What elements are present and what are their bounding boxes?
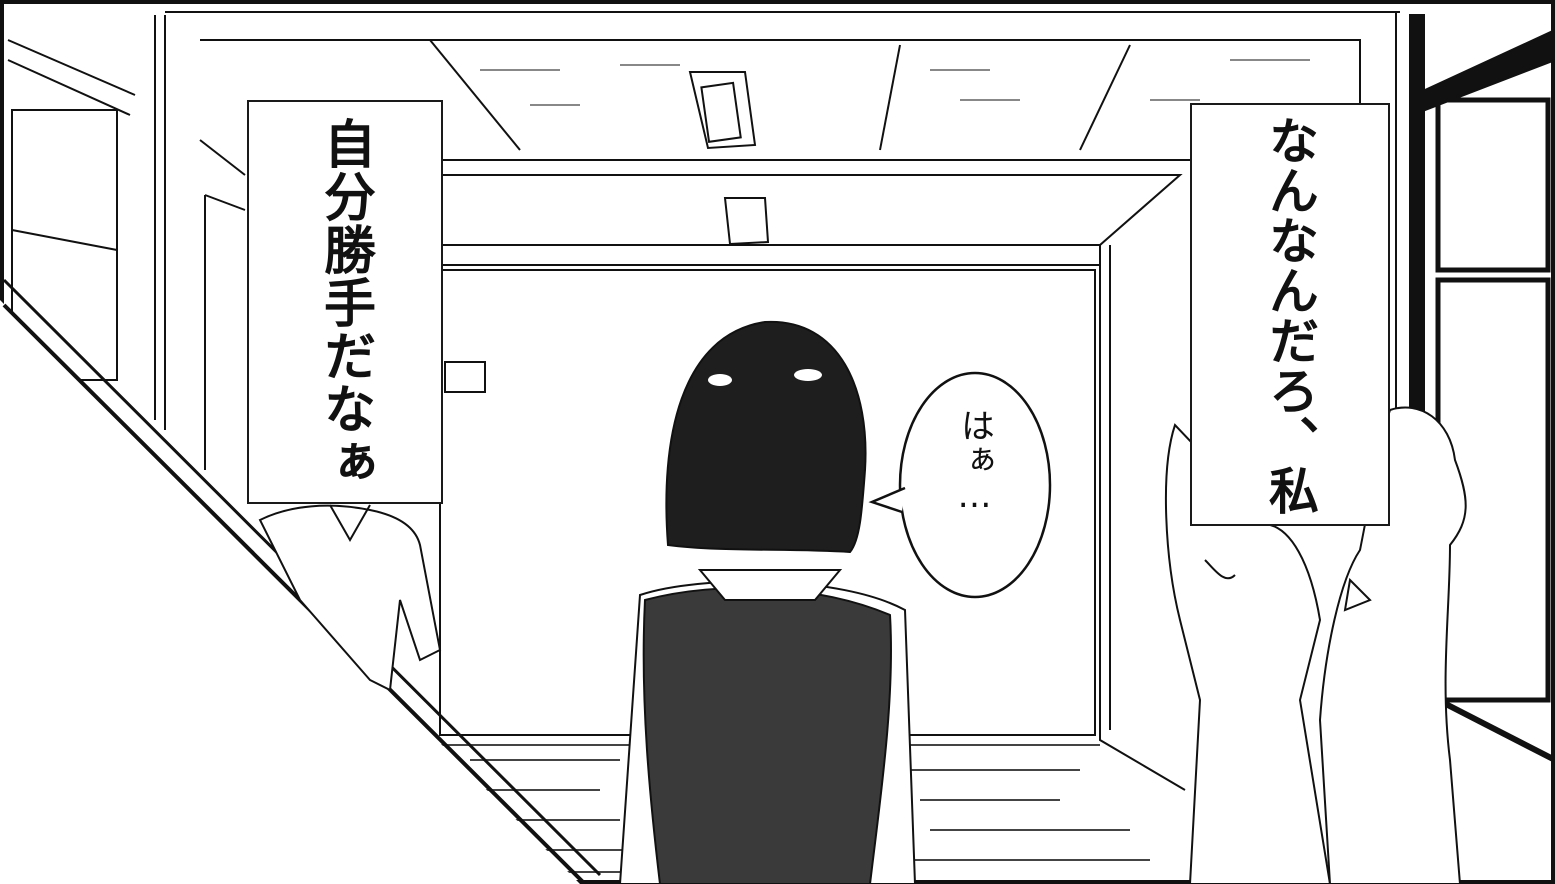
ceiling-light-icon [723, 197, 770, 246]
student-boy [258, 504, 442, 692]
narration-box-right: なんなんだろ、私 [1190, 103, 1390, 526]
speech-bubble-text-wrap: はぁ… [935, 408, 1015, 568]
speech-bubble-text: はぁ… [954, 408, 995, 516]
narration-text-right: なんなんだろ、私 [1261, 114, 1319, 515]
student-girl-right-2 [1318, 406, 1467, 884]
speech-bubble [868, 371, 1052, 599]
student-girl-right-1 [1164, 423, 1332, 884]
speech-bubble-tail-icon [868, 486, 906, 514]
narration-text-left: 自分勝手だなぁ [314, 116, 375, 488]
narration-box-left: 自分勝手だなぁ [247, 100, 443, 504]
ceiling [165, 11, 1400, 266]
student-girl-main [618, 320, 917, 884]
ceiling-light-icon [688, 71, 757, 150]
